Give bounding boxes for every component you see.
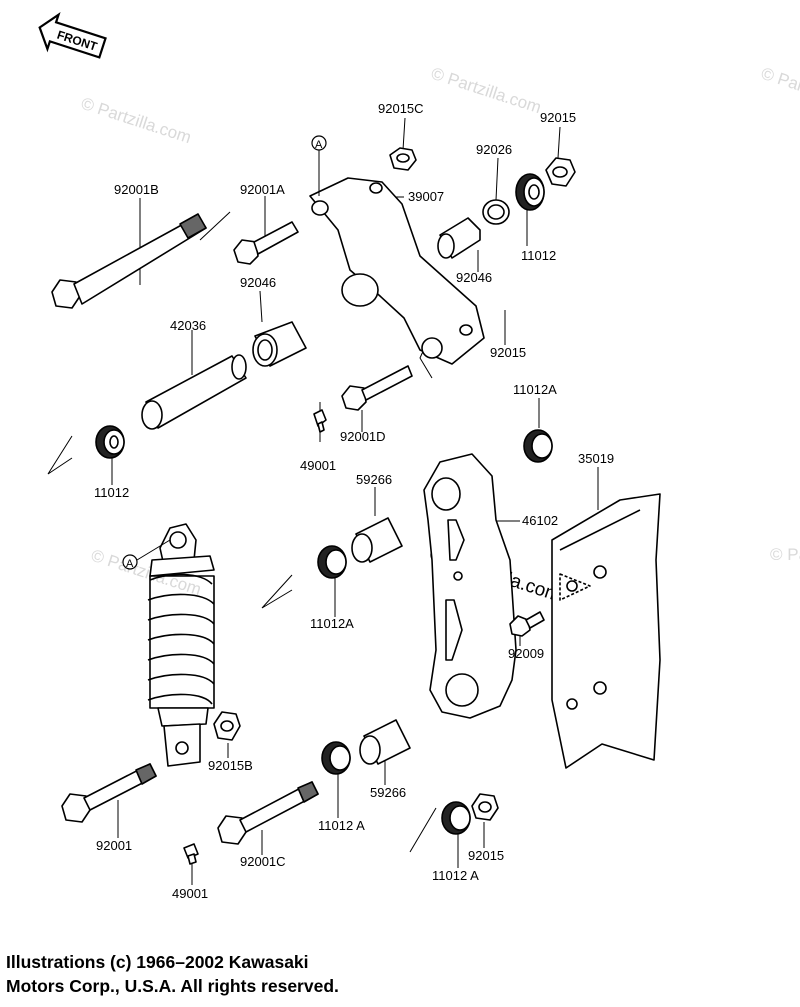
guard-35019-icon (551, 493, 661, 769)
leader-lines (47, 117, 599, 885)
part-label: 11012 (94, 485, 129, 500)
bolt-92001b-icon (51, 213, 207, 309)
part-label: 92015B (208, 758, 253, 773)
grease-fitting-49001-upper-icon (313, 409, 327, 433)
part-label: 11012 A (432, 868, 479, 883)
part-label: 92001D (340, 429, 386, 444)
shock-absorber-icon (147, 523, 215, 767)
bolt-92001-icon (61, 763, 157, 823)
part-label: 49001 (300, 458, 336, 473)
part-label: 42036 (170, 318, 206, 333)
nut-92015c-icon (389, 147, 417, 171)
part-label: 92009 (508, 646, 544, 661)
part-label: 92046 (240, 275, 276, 290)
rocker-arm-39007-icon (309, 177, 485, 365)
seal-11012-left-icon (95, 425, 125, 459)
bolt-92001c-icon (217, 781, 319, 845)
tie-rod-46102-icon (423, 453, 517, 719)
part-label: 59266 (356, 472, 392, 487)
part-label: 39007 (408, 189, 444, 204)
seal-11012-top-icon (515, 173, 545, 211)
part-label: 92001A (240, 182, 285, 197)
copyright-line-1: Illustrations (c) 1966–2002 Kawasaki (6, 952, 309, 972)
part-label: 92001C (240, 854, 286, 869)
reference-mark-label: A (315, 139, 323, 151)
bushing-59266-upper-icon (351, 517, 403, 563)
part-label: 92015 (540, 110, 576, 125)
sleeve-42036-icon (141, 354, 247, 430)
part-label: 92001 (96, 838, 132, 853)
part-label: 11012A (513, 382, 557, 397)
part-label: 11012A (310, 616, 354, 631)
screw-92009-icon (509, 611, 545, 637)
nut-92015b-icon (213, 711, 241, 741)
watermark-text: © Partzilla.com (759, 64, 800, 117)
nut-92015-top-icon (545, 157, 576, 187)
part-label: 92001B (114, 182, 159, 197)
seal-11012a-bottom-icon (441, 801, 471, 835)
part-label: 92046 (456, 270, 492, 285)
part-label: 92015 (468, 848, 504, 863)
part-labels: 92015C 92015 92026 39007 92001B 92001A 1… (94, 101, 614, 901)
part-label: 92026 (476, 142, 512, 157)
reference-mark-shock: A (122, 539, 171, 570)
seal-11012a-right-icon (523, 429, 553, 463)
watermark-text: © Partzilla.com (429, 64, 544, 117)
watermark-text: © Partzilla.com (79, 94, 194, 147)
part-label: 35019 (578, 451, 614, 466)
bushing-59266-lower-icon (359, 719, 411, 765)
part-label: 49001 (172, 886, 208, 901)
seal-11012a-lower-icon (321, 741, 351, 775)
watermark-text: © Partzilla.com (770, 545, 800, 564)
bolt-92001d-icon (341, 365, 413, 411)
part-label: 59266 (370, 785, 406, 800)
part-label: 46102 (522, 513, 558, 528)
reference-mark-label: A (126, 558, 134, 570)
washer-92026-icon (482, 199, 510, 225)
reference-mark-top: A (311, 135, 327, 196)
copyright-line-2: Motors Corp., U.S.A. All rights reserved… (6, 976, 339, 996)
bushing-92046-right-icon (437, 217, 481, 259)
bolt-92001a-icon (233, 221, 299, 265)
part-label: 11012 A (318, 818, 365, 833)
front-arrow-icon: FRONT (38, 11, 107, 59)
copyright-notice: Illustrations (c) 1966–2002 Kawasaki Mot… (6, 950, 606, 998)
grease-fitting-49001-lower-icon (183, 843, 199, 865)
bushing-92046-left-icon (252, 321, 307, 367)
seal-11012a-mid-icon (317, 545, 347, 579)
nut-92015-bottom-icon (471, 793, 499, 821)
part-label: 92015 (490, 345, 526, 360)
part-label: 11012 (521, 248, 556, 263)
part-label: 92015C (378, 101, 424, 116)
